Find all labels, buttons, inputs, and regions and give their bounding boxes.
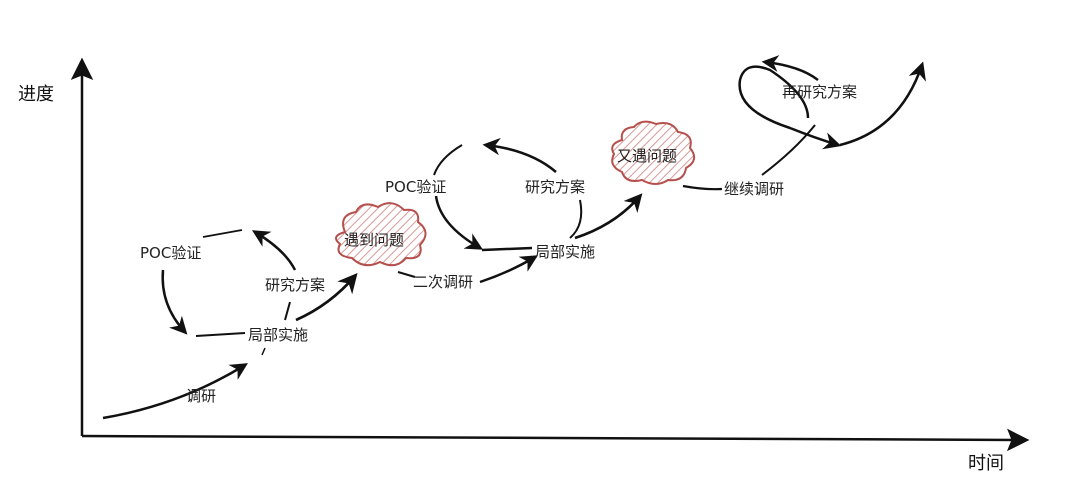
arrow-plan2-up: [482, 137, 557, 173]
arrow-poc1-up: [202, 229, 243, 238]
step-research: 调研: [186, 387, 217, 405]
arrow-to-problem1: [295, 273, 358, 322]
step-plan-1: 研究方案: [265, 276, 326, 294]
x-axis-label: 时间: [968, 453, 1004, 474]
arrow-final-up: [839, 61, 926, 147]
arrow-loop-back: [738, 65, 842, 150]
arrow-research3-up: [761, 124, 816, 176]
arrow-impl-to-plan1: [284, 301, 291, 321]
step-problem-1: 遇到问题: [344, 231, 405, 249]
arrow-research-to-impl: [261, 347, 266, 356]
step-impl-1: 局部实施: [248, 326, 309, 344]
arrow-impl2-to-plan2: [569, 199, 583, 239]
step-poc-1: POC验证: [140, 244, 202, 262]
arrow-impl-left: [195, 332, 246, 337]
step-plan-3: 再研究方案: [782, 83, 858, 101]
step-problem-2: 又遇问题: [617, 147, 678, 165]
arrow-plan3-up: [761, 55, 819, 81]
arrow-start-to-research: [102, 363, 248, 420]
arrow-poc1-down: [161, 269, 188, 335]
y-axis-label: 进度: [18, 84, 54, 105]
step-research-3: 继续调研: [724, 180, 785, 198]
step-poc-2: POC验证: [385, 178, 447, 196]
arrow-problem1-to-research2: [397, 271, 416, 278]
arrow-research2-to-impl2: [479, 255, 539, 284]
x-axis: [81, 428, 1030, 452]
cloud-problem-1: [335, 202, 427, 267]
arrow-to-problem2: [574, 193, 643, 240]
arrow-poc2-down: [434, 195, 484, 250]
arrow-poc2-up: [433, 144, 463, 176]
cloud-problem-2: [611, 120, 696, 185]
arrow-plan1-up: [251, 230, 297, 271]
arrow-impl2-left: [481, 246, 533, 252]
step-plan-2: 研究方案: [525, 178, 586, 196]
step-impl-2: 局部实施: [535, 243, 596, 261]
step-research-2: 二次调研: [413, 273, 474, 291]
arrow-problem2-to-research3: [682, 184, 723, 191]
